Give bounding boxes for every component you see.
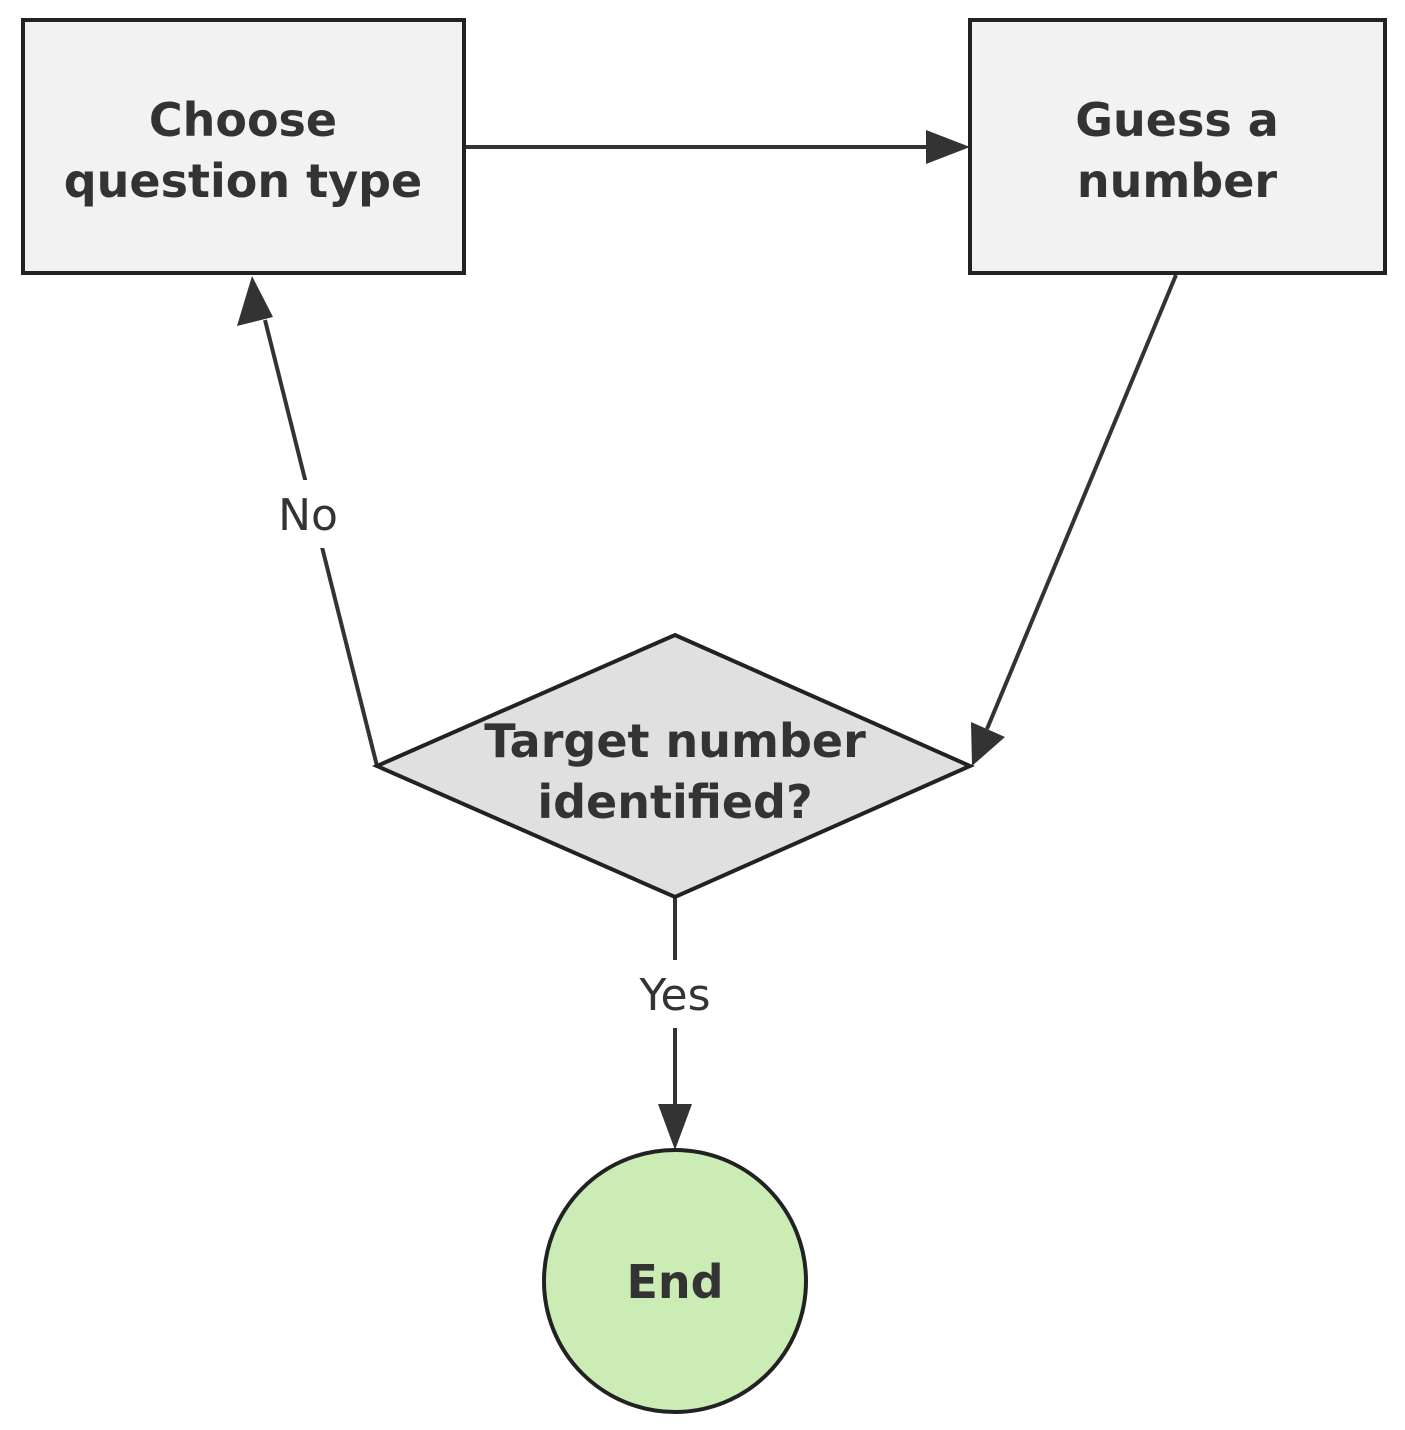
node-label-line2: identified? [537, 775, 812, 829]
edge-label-yes: Yes [638, 970, 710, 1021]
edge-label-no: No [278, 490, 338, 541]
node-label-line2: number [1077, 154, 1278, 208]
node-label-line2: question type [64, 154, 422, 208]
edge-label-yes-bg [636, 960, 714, 1028]
arrowhead-icon [658, 1104, 692, 1150]
arrowhead-icon [926, 130, 970, 164]
arrowhead-icon [971, 722, 1005, 766]
node-label-line1: Guess a [1075, 93, 1279, 147]
edge-choose-to-guess [465, 130, 970, 164]
node-label-line1: Target number [484, 714, 866, 768]
node-label: End [626, 1255, 723, 1309]
node-guess-a-number[interactable]: Guess a number [968, 18, 1387, 275]
edge-decision-to-end: Yes [636, 897, 714, 1150]
node-decision-target-identified[interactable]: Target number identified? [372, 632, 975, 900]
node-label-line1: Choose [149, 93, 337, 147]
edge-guess-to-decision [971, 274, 1178, 766]
edge-label-no-bg [272, 480, 344, 548]
edge-decision-to-choose: No [237, 276, 379, 767]
node-end[interactable]: End [542, 1148, 808, 1414]
node-choose-question-type[interactable]: Choose question type [21, 18, 466, 275]
arrowhead-icon [237, 276, 273, 326]
